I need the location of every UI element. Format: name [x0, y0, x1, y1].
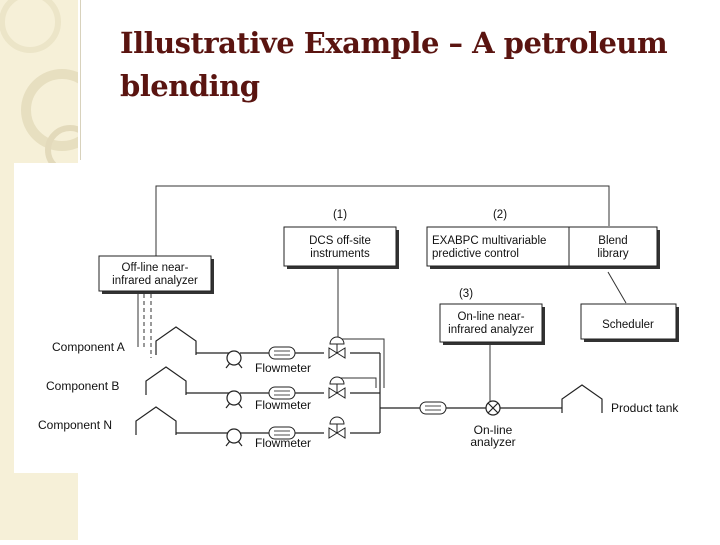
online-analyzer-label-line-1: On-line near- [457, 311, 524, 323]
scheduler-label: Scheduler [602, 319, 654, 331]
product-tank-label: Product tank [611, 401, 679, 415]
sample-lines [143, 294, 152, 358]
component-n-tank-icon [135, 406, 177, 436]
pump-b-icon [225, 390, 243, 409]
marker-1: (1) [333, 209, 347, 221]
flowmeter-a-label: Flowmeter [255, 361, 311, 375]
control-valve-a-icon [328, 336, 346, 359]
exabpc-label-line-1: EXABPC multivariable [432, 235, 546, 247]
component-b-label: Component B [46, 379, 119, 393]
marker-3: (3) [459, 288, 473, 300]
flowmeter-a-icon [268, 346, 296, 360]
offline-analyzer-label-line-1: Off-line near- [122, 262, 189, 274]
blend-library-label-line-2: library [597, 248, 629, 260]
blend-library-label-line-1: Blend [598, 235, 627, 247]
component-b-tank-icon [145, 366, 187, 396]
offline-analyzer-label-line-2: infrared analyzer [112, 275, 198, 287]
pumps [225, 350, 243, 447]
dcs-box: DCS off-site instruments [283, 226, 399, 269]
control-valve-b-icon [328, 376, 346, 399]
online-analyzer-caption-line-1: On-line [474, 423, 513, 437]
component-a-label: Component A [52, 340, 125, 354]
signal-lines [137, 185, 627, 405]
product-tank-icon [561, 384, 603, 414]
component-a-tank-icon [155, 326, 197, 356]
scheduler-box: Scheduler [580, 303, 679, 342]
marker-2: (2) [493, 209, 507, 221]
exabpc-box: EXABPC multivariable predictive control … [426, 226, 660, 269]
control-valves [328, 336, 346, 439]
exabpc-label-line-2: predictive control [432, 248, 519, 260]
slide-title-line-1: Illustrative Example – A petroleum [120, 26, 668, 60]
control-valve-n-icon [328, 416, 346, 439]
offline-analyzer-box: Off-line near- infrared analyzer [98, 255, 214, 294]
blending-diagram: DCS off-site instruments EXABPC multivar… [14, 163, 706, 473]
title-divider [80, 0, 81, 160]
pump-n-icon [225, 428, 243, 447]
online-analyzer-box: On-line near- infrared analyzer [439, 303, 545, 345]
online-analyzer-label-line-2: infrared analyzer [448, 324, 534, 336]
slide-title: Illustrative Example – A petroleum blend… [120, 22, 700, 108]
online-analyzer-icon [485, 400, 501, 416]
dcs-label-line-1: DCS off-site [309, 235, 371, 247]
pump-a-icon [225, 350, 243, 369]
component-n-label: Component N [38, 418, 112, 432]
flowmeter-n-label: Flowmeter [255, 436, 311, 450]
dcs-label-line-2: instruments [310, 248, 370, 260]
blending-diagram-svg: DCS off-site instruments EXABPC multivar… [38, 185, 679, 450]
online-analyzer-caption-line-2: analyzer [470, 435, 515, 449]
flowmeter-b-label: Flowmeter [255, 398, 311, 412]
blend-flowmeter-icon [419, 401, 447, 415]
slide-title-line-2: blending [120, 69, 260, 103]
